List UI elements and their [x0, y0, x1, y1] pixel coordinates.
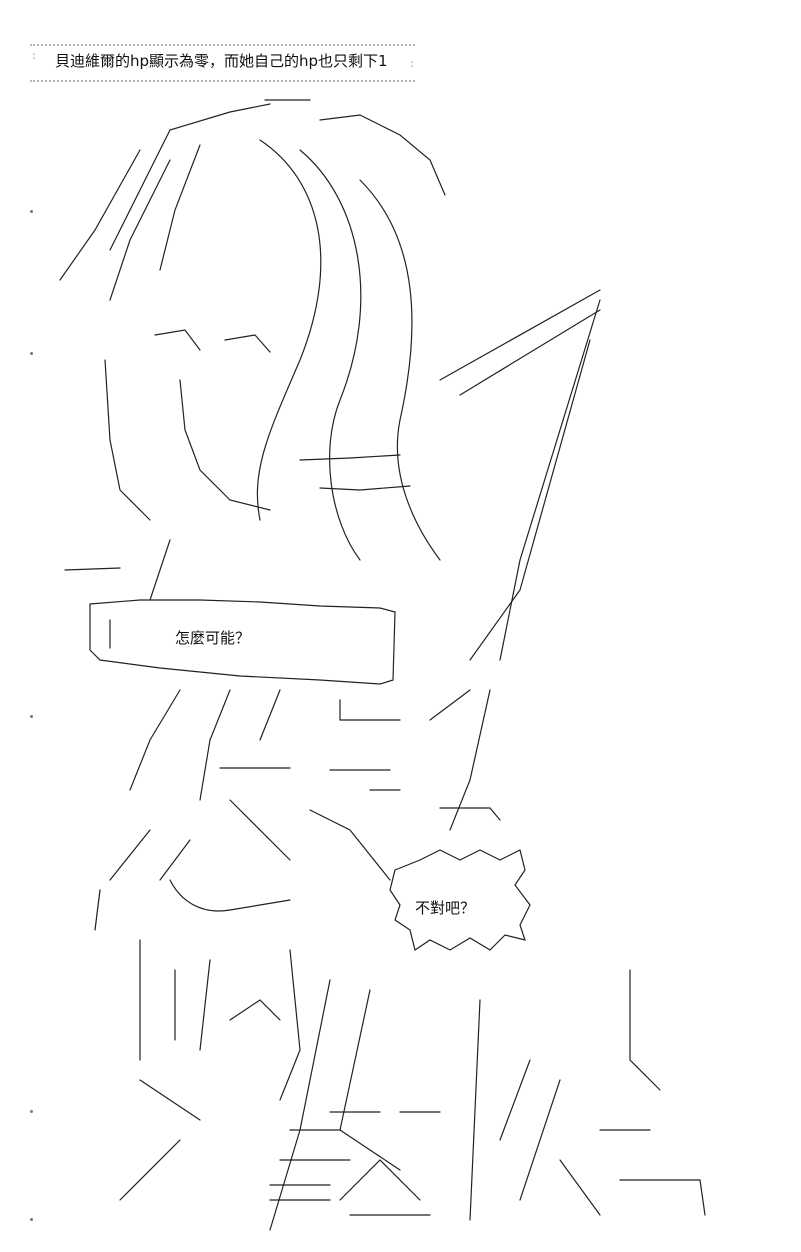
long-hair-curve	[256, 139, 322, 521]
shoulder-lines-2	[149, 539, 171, 601]
sword-shaft-2	[469, 339, 591, 661]
margin-dot	[30, 352, 33, 355]
arm-line-4	[439, 807, 501, 821]
face-left-edge	[104, 359, 151, 521]
caption-right-dots: :	[410, 57, 414, 70]
lower-right-2	[499, 1059, 531, 1141]
sword-blade-2	[459, 309, 601, 396]
margin-dot	[30, 715, 33, 718]
hair-right-curve	[359, 179, 441, 561]
lower-head-contour	[169, 879, 291, 912]
torso-right-2	[429, 689, 471, 721]
eye-left	[154, 329, 201, 351]
torso-right-1	[339, 699, 401, 721]
caption-top-border	[30, 44, 415, 46]
torso-diag-4	[159, 839, 191, 881]
margin-dot	[30, 210, 33, 213]
hat-brim-left	[109, 103, 271, 251]
torso-diag-2	[309, 809, 391, 881]
torso-right-3	[449, 689, 491, 831]
torso-left-2	[199, 689, 231, 801]
collar-lines-2	[319, 485, 411, 491]
lower-right-1	[469, 999, 481, 1221]
margin-dot	[30, 1218, 33, 1221]
shoulder-lines	[64, 567, 121, 571]
speech-text-first: 怎麼可能？	[175, 629, 251, 647]
eye-right	[224, 334, 271, 353]
lower-cloak-2	[339, 989, 371, 1131]
hair-strand-3	[159, 144, 201, 271]
caption-bottom-border	[30, 80, 415, 82]
caption-left-dots: :	[32, 49, 36, 62]
lower-cloak-3	[139, 1079, 201, 1121]
lower-right-7	[559, 1159, 601, 1216]
speech-text-second: 不對吧？	[415, 899, 476, 917]
lower-hand	[229, 999, 281, 1021]
margin-dot	[30, 1110, 33, 1113]
lower-body-3	[199, 959, 211, 1051]
torso-diag-3	[109, 829, 151, 881]
sword-shaft-1	[499, 299, 601, 661]
lower-roof-1	[289, 1129, 401, 1171]
lower-cloak-1	[269, 979, 331, 1231]
lower-right-6	[619, 1179, 706, 1216]
hair-mid-curve	[299, 149, 362, 561]
torso-diag-1	[229, 799, 291, 861]
face-contour	[179, 379, 271, 511]
sword-blade	[439, 289, 601, 381]
torso-line-3	[259, 689, 281, 741]
lower-right-3	[519, 1079, 561, 1201]
lower-roof-3	[339, 1159, 421, 1201]
hair-strand-1	[59, 149, 141, 281]
collar-lines	[299, 454, 401, 461]
hat-strokes-right	[319, 114, 446, 196]
lower-right-4	[629, 969, 661, 1091]
hair-strand-2	[109, 159, 171, 301]
lower-face-left	[94, 889, 101, 931]
lower-cloak-4	[119, 1139, 181, 1201]
caption-text: 貝迪維爾的hp顯示為零，而她自己的hp也只剩下1	[55, 52, 388, 70]
torso-left-1	[129, 689, 181, 791]
speech-box-1-outline	[89, 599, 396, 685]
speech-bubble-2-outline	[389, 849, 531, 951]
lower-arm	[279, 949, 301, 1101]
